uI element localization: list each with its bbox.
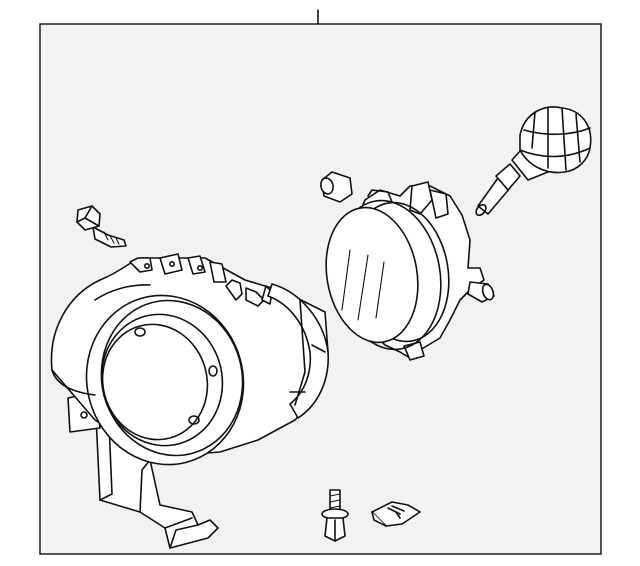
bulb [475,163,521,217]
stud-bolt [321,489,349,542]
flange-bolt [76,205,127,248]
retainer-clip [371,501,421,527]
fog-lamp-assembly [325,181,495,361]
fog-lamp-bracket [50,253,329,549]
adjuster-cap [320,171,353,203]
bulb-socket [511,106,592,181]
